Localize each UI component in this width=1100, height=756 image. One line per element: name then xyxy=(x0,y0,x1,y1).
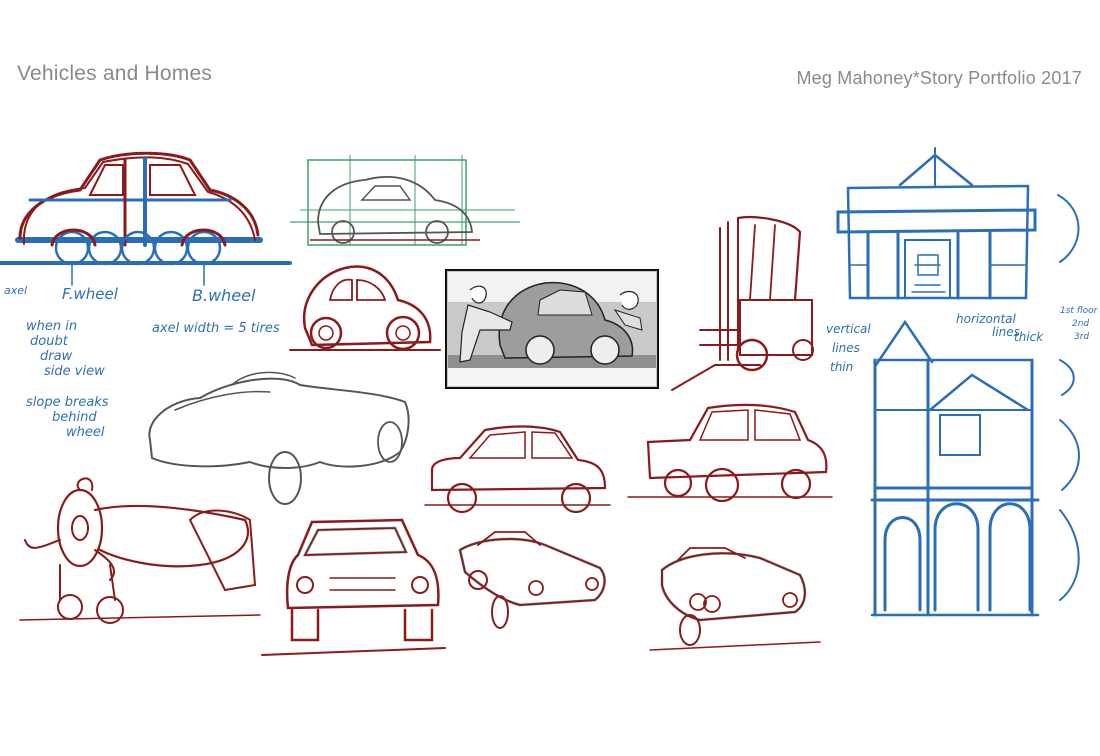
portfolio-credit: Meg Mahoney*Story Portfolio 2017 xyxy=(796,68,1082,88)
note-horizontal-2: lines xyxy=(992,325,1020,339)
sedan-side xyxy=(424,425,611,514)
note-floor-3: 3rd xyxy=(1074,332,1089,342)
note-axel: axel xyxy=(4,284,27,297)
beetle-with-guides xyxy=(290,155,520,246)
muscle-car-right xyxy=(649,547,821,651)
muscle-car-left xyxy=(458,531,607,629)
car-front-view xyxy=(261,518,446,656)
note-when-in-doubt-4: side view xyxy=(44,364,105,379)
note-fwheel: F.wheel xyxy=(62,285,119,303)
note-bwheel: B.wheel xyxy=(192,286,256,305)
note-slope-1: slope breaks xyxy=(26,395,109,410)
note-vertical-1: vertical xyxy=(826,322,871,336)
note-horizontal-3: thick xyxy=(1014,330,1044,344)
note-horizontal-1: horizontal xyxy=(956,312,1017,326)
note-floor-1: 1st floor xyxy=(1060,306,1099,316)
note-when-in-doubt-3: draw xyxy=(40,349,73,364)
note-when-in-doubt-2: doubt xyxy=(30,334,69,349)
note-axel-width: axel width = 5 tires xyxy=(152,321,280,336)
beetle-sketch xyxy=(289,265,441,351)
note-when-in-doubt-1: when in xyxy=(26,319,77,334)
beetle-storyboard-panel xyxy=(445,269,659,389)
forklift-sketch xyxy=(671,216,814,391)
propeller-plane xyxy=(19,477,261,624)
page-title: Vehicles and Homes xyxy=(17,62,213,85)
note-slope-2: behind xyxy=(52,410,97,425)
sports-car-outline xyxy=(148,371,410,505)
note-vertical-3: thin xyxy=(830,360,853,374)
sedan-three-quarter xyxy=(627,403,833,503)
house-small xyxy=(836,147,1080,300)
house-tall xyxy=(870,319,1080,617)
note-vertical-2: lines xyxy=(832,341,860,355)
car-side-construction xyxy=(0,151,292,286)
note-slope-3: wheel xyxy=(66,425,105,440)
note-floor-2: 2nd xyxy=(1072,319,1089,329)
